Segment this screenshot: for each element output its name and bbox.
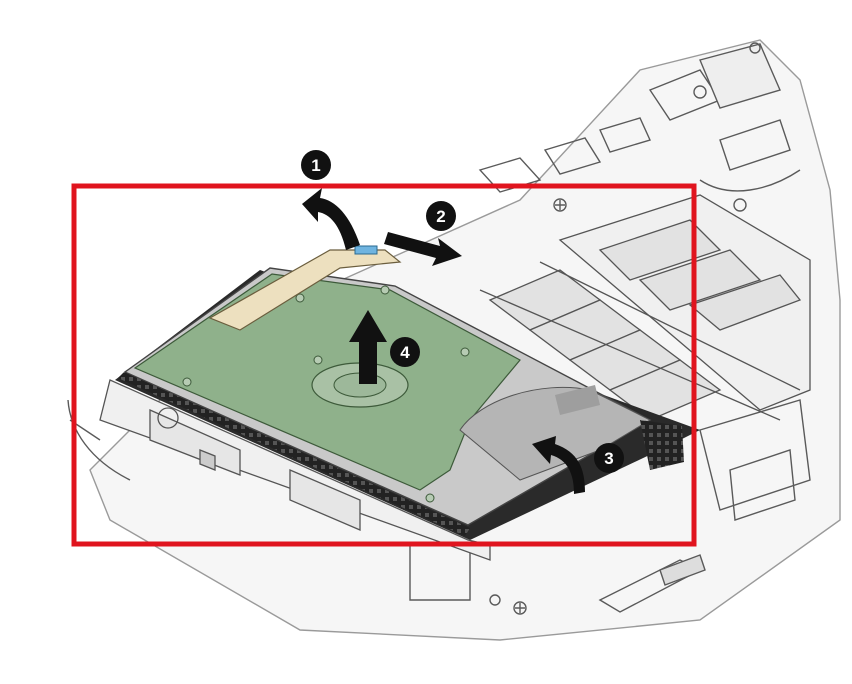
hard-drive [115,245,700,540]
callout-1: 1 [301,150,331,180]
arrow-up-icon [349,310,387,384]
arrow-curved-up-icon [532,436,585,494]
arrow-right-icon [384,232,462,266]
highlight-frame [71,183,697,547]
callout-4-label: 4 [400,343,410,362]
callout-1-label: 1 [311,156,320,175]
callout-4: 4 [390,337,420,367]
callout-2-label: 2 [436,207,445,226]
callout-3-label: 3 [604,449,613,468]
chassis-front-wall [99,379,491,561]
drive-ribbon-cable [208,249,402,331]
callout-3: 3 [594,443,624,473]
arrow-up-left-icon [302,188,360,250]
callout-2: 2 [426,201,456,231]
